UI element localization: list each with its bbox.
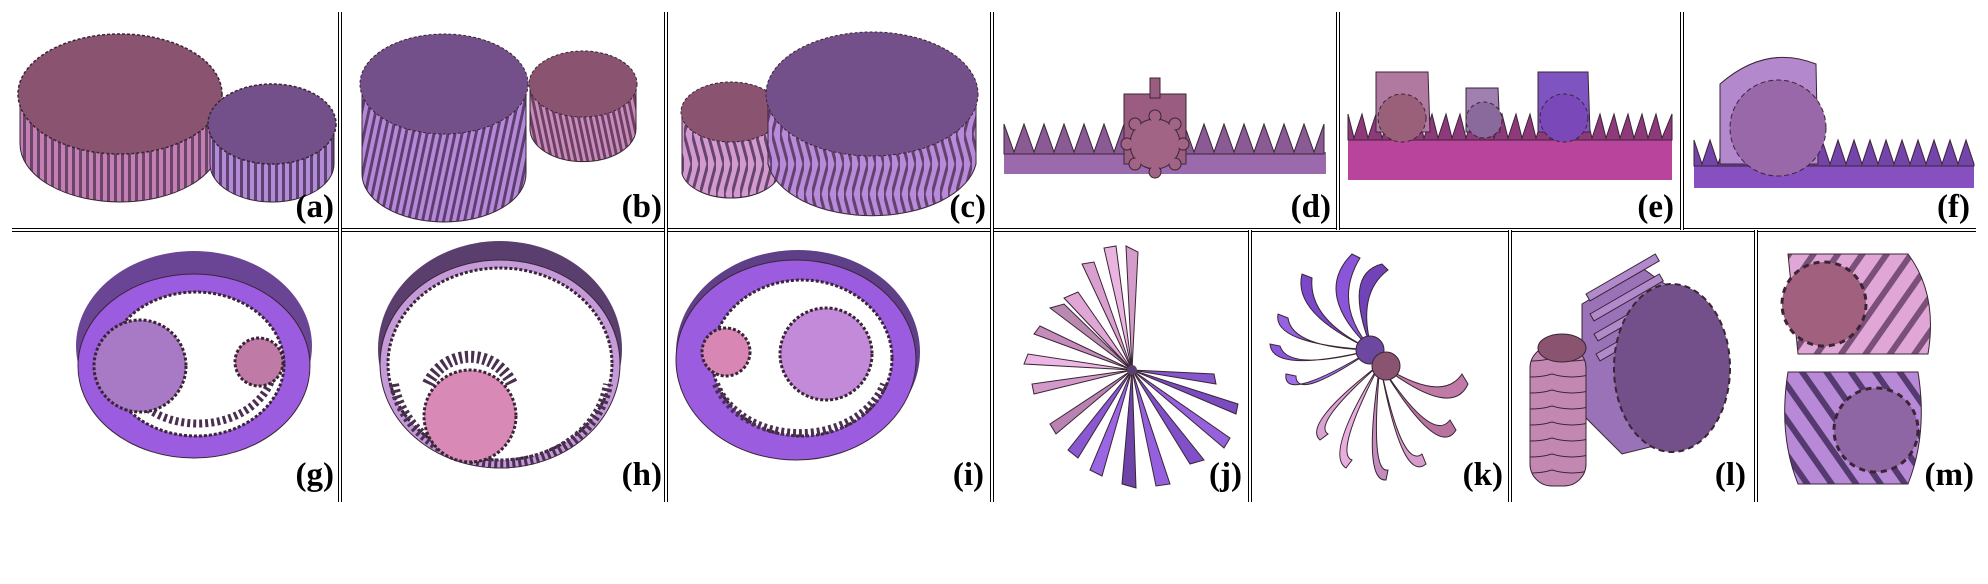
panel-c-herringbone-gears: (c) <box>668 14 990 228</box>
panel-a-spur-gears: (a) <box>12 14 338 228</box>
panel-d-rack-pinion: (d) <box>994 14 1335 228</box>
horizontal-divider <box>12 228 1976 232</box>
panel-label: (f) <box>1937 189 1970 225</box>
crossed-helical-gears-illustration <box>1780 253 1931 485</box>
panel-f-herringbone-rack: (f) <box>1686 14 1976 228</box>
panel-label: (j) <box>1209 457 1242 493</box>
panel-i-internal-herringbone: (i) <box>668 234 990 500</box>
vertical-divider <box>338 12 342 230</box>
panel-label: (e) <box>1637 189 1674 225</box>
straight-bevel-gear-illustration <box>1023 245 1239 489</box>
panel-k-spiral-bevel: (k) <box>1252 234 1507 500</box>
panel-g-internal-spur: (g) <box>12 234 338 500</box>
spur-rack-pinion-illustration <box>1003 77 1326 179</box>
panel-b-helical-gears: (b) <box>342 14 664 228</box>
vertical-divider <box>1680 12 1684 230</box>
panel-m-crossed-helical: (m) <box>1758 234 1978 500</box>
panel-label: (k) <box>1462 457 1503 493</box>
panel-label: (m) <box>1924 457 1974 493</box>
panel-label: (i) <box>952 457 984 493</box>
spur-gear-pair-illustration <box>17 33 337 203</box>
panel-label: (d) <box>1290 189 1331 225</box>
helical-gear-pair-illustration <box>359 33 638 223</box>
panel-label: (b) <box>621 189 662 225</box>
panel-label: (h) <box>621 457 662 493</box>
vertical-divider <box>338 230 342 502</box>
panel-label: (c) <box>949 189 986 225</box>
internal-herringbone-gear-illustration <box>675 250 920 461</box>
vertical-divider <box>664 12 668 230</box>
vertical-divider <box>1336 12 1340 230</box>
vertical-divider <box>990 230 994 502</box>
panel-h-internal-helical: (h) <box>342 234 664 500</box>
vertical-divider <box>1248 230 1252 502</box>
internal-helical-gear-illustration <box>378 241 622 469</box>
vertical-divider <box>664 230 668 502</box>
helical-rack-three-pinions-illustration <box>1347 71 1673 180</box>
worm-and-wheel-illustration <box>1529 253 1731 487</box>
internal-spur-gear-illustration <box>76 251 312 459</box>
panel-l-worm-gear: (l) <box>1512 234 1754 500</box>
panel-e-helical-rack: (e) <box>1340 14 1680 228</box>
panel-label: (g) <box>295 457 334 493</box>
panel-label: (l) <box>1714 457 1746 493</box>
spiral-bevel-gear-illustration <box>1269 253 1469 481</box>
panel-label: (a) <box>295 189 334 225</box>
vertical-divider <box>1754 230 1758 502</box>
herringbone-gear-pair-illustration <box>680 31 979 217</box>
vertical-divider <box>1508 230 1512 502</box>
vertical-divider <box>990 12 994 230</box>
herringbone-rack-pinion-illustration <box>1693 56 1975 188</box>
panel-j-straight-bevel: (j) <box>994 234 1248 500</box>
